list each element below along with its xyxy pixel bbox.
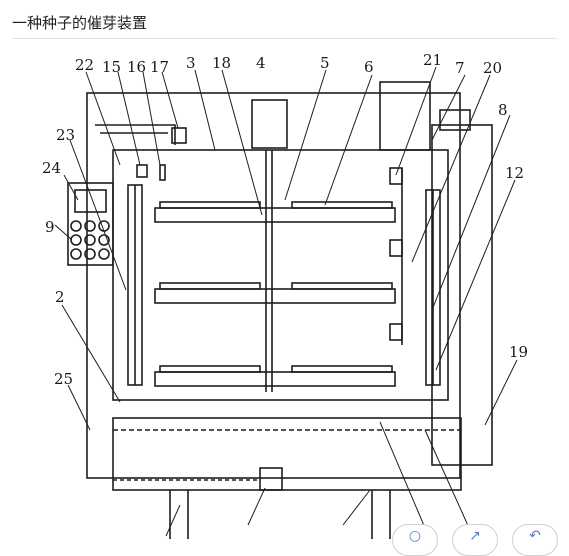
page-title: 一种种子的催芽装置 [12, 14, 148, 32]
callout-15: 15 [102, 58, 121, 76]
back-arrow-icon[interactable]: ↶ [512, 524, 558, 556]
tray-shelf [154, 371, 396, 387]
callout-21: 21 [423, 51, 442, 69]
share-icon[interactable]: ↗ [452, 524, 498, 556]
inner-chamber [112, 149, 449, 401]
device-diagram: 22 15 16 17 3 18 4 5 6 21 7 20 8 23 24 9… [42, 51, 528, 539]
callout-25: 25 [54, 370, 73, 388]
callout-4: 4 [256, 54, 266, 72]
callout-7: 7 [455, 59, 465, 77]
callout-20: 20 [483, 59, 502, 77]
callout-6: 6 [364, 58, 374, 76]
control-panel [67, 182, 114, 266]
callout-18: 18 [212, 54, 231, 72]
search-icon[interactable]: ○ [392, 524, 438, 556]
callout-24: 24 [42, 159, 61, 177]
callout-2: 2 [55, 288, 65, 306]
top-motor-box [251, 99, 288, 149]
callout-22: 22 [75, 56, 94, 74]
callout-3: 3 [186, 54, 196, 72]
callout-23: 23 [56, 126, 75, 144]
tray-shelf [154, 207, 396, 223]
callout-19: 19 [509, 343, 528, 361]
tray-shelf [154, 288, 396, 304]
callout-17: 17 [150, 58, 169, 76]
base-tank [112, 417, 462, 491]
callout-5: 5 [320, 54, 330, 72]
outer-housing [86, 92, 461, 479]
callout-12: 12 [505, 164, 524, 182]
callout-8: 8 [498, 101, 508, 119]
callout-16: 16 [127, 58, 146, 76]
callout-9: 9 [45, 218, 55, 236]
title-divider [12, 38, 557, 39]
side-tank [431, 124, 493, 466]
